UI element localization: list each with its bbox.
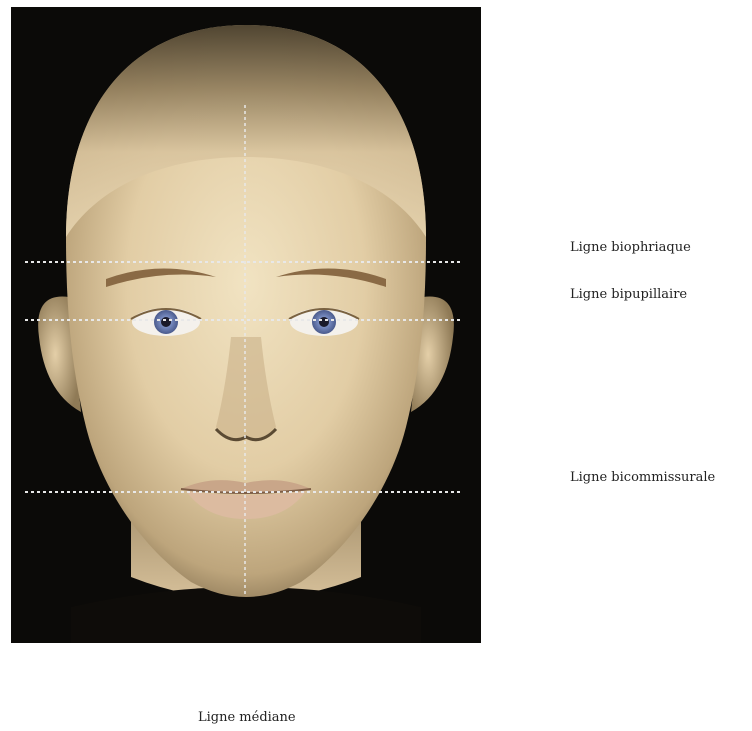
- face-figure: [11, 7, 481, 643]
- label-ligne-mediane: Ligne médiane: [198, 710, 296, 725]
- right-pupil: [319, 317, 329, 327]
- face-illustration: [11, 7, 481, 643]
- label-ligne-biophriaque: Ligne biophriaque: [570, 240, 691, 255]
- left-pupil: [161, 317, 171, 327]
- label-ligne-bipupillaire: Ligne bipupillaire: [570, 287, 687, 302]
- label-ligne-bicommissurale: Ligne bicommissurale: [570, 470, 715, 485]
